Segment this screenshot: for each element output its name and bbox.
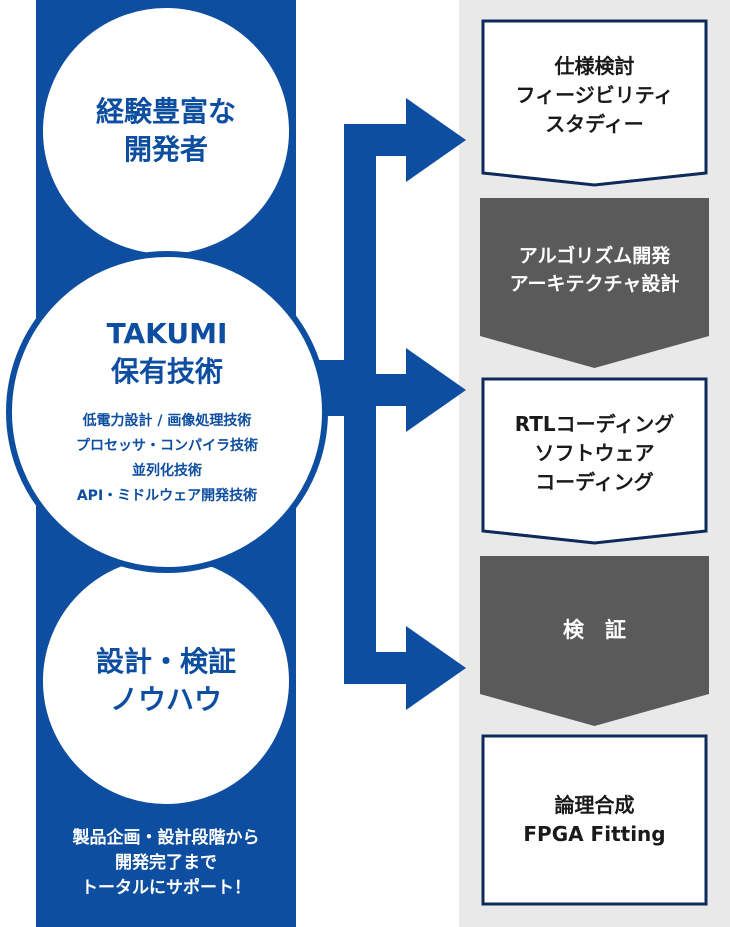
- takumi-title-line-1: TAKUMI: [106, 317, 228, 350]
- technology-item: プロセッサ・コンパイラ技術: [76, 438, 258, 454]
- arrow-shaft-2: [344, 374, 406, 406]
- circle-takumi-technology: TAKUMI 保有技術 低電力設計 / 画像処理技術 プロセッサ・コンパイラ技術…: [6, 251, 328, 573]
- technology-item: 並列化技術: [132, 463, 202, 479]
- circle-experienced-developers: 経験豊富な 開発者: [37, 2, 295, 260]
- circle-bottom-knowhow: 設計・検証 ノウハウ: [37, 552, 295, 810]
- step-label-line: コーディング: [535, 470, 654, 494]
- step-rtl-software-coding: RTLコーディング ソフトウェア コーディング: [480, 376, 709, 546]
- step-label-line: RTLコーディング: [514, 412, 675, 436]
- step-label-line: 論理合成: [554, 793, 635, 817]
- step-label-line: スタディー: [545, 112, 644, 136]
- arrow-shaft-1: [344, 124, 406, 156]
- step-spec-feasibility: 仕様検討 フィージビリティ スタディー: [480, 18, 709, 188]
- step-label-line: FPGA Fitting: [523, 822, 666, 846]
- step-label-line: アルゴリズム開発: [518, 245, 671, 267]
- arrow-shaft-3: [344, 652, 406, 684]
- tagline-line-2: 開発完了まで: [115, 853, 217, 873]
- tagline-line-3: トータルにサポート！: [81, 878, 251, 898]
- arrow-head-1: [406, 98, 466, 182]
- circle-top-line-1: 経験豊富な: [95, 95, 236, 128]
- step-label-line: 検 証: [563, 618, 626, 642]
- step-algorithm-architecture: アルゴリズム開発 アーキテクチャ設計: [480, 198, 709, 368]
- tagline-line-1: 製品企画・設計段階から: [72, 828, 260, 848]
- arrow-head-3: [406, 626, 466, 710]
- technology-list: 低電力設計 / 画像処理技術 プロセッサ・コンパイラ技術 並列化技術 API・ミ…: [76, 409, 258, 509]
- step-logic-synthesis-fpga: 論理合成 FPGA Fitting: [480, 733, 709, 907]
- step-verification: 検 証: [480, 556, 709, 726]
- circle-top-line-2: 開発者: [123, 133, 208, 166]
- step-label-line: フィージビリティ: [515, 83, 674, 107]
- technology-item: API・ミドルウェア開発技術: [76, 488, 258, 504]
- takumi-title-line-2: 保有技術: [110, 355, 223, 388]
- step-label-line: ソフトウェア: [534, 441, 655, 465]
- step-label-line: アーキテクチャ設計: [509, 273, 680, 295]
- support-tagline: 製品企画・設計段階から 開発完了まで トータルにサポート！: [36, 826, 296, 901]
- circle-bottom-line-2: ノウハウ: [109, 683, 222, 716]
- step-label-line: 仕様検討: [554, 54, 635, 78]
- technology-item: 低電力設計 / 画像処理技術: [82, 413, 252, 429]
- circle-bottom-line-1: 設計・検証: [95, 645, 236, 678]
- arrow-head-2: [406, 348, 466, 432]
